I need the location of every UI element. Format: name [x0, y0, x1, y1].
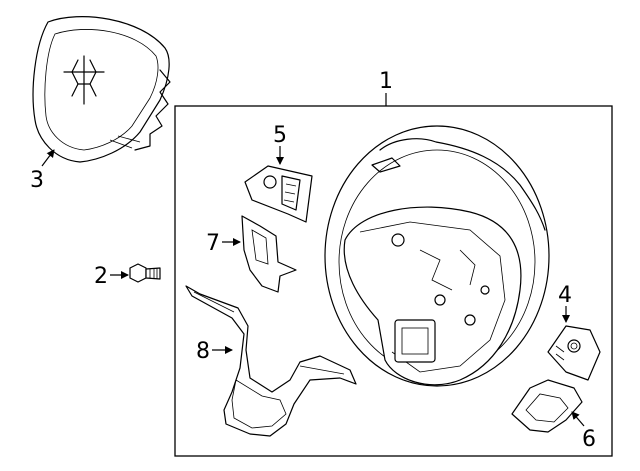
- svg-text:1: 1: [379, 69, 393, 94]
- svg-text:6: 6: [582, 427, 596, 452]
- svg-text:5: 5: [273, 123, 287, 148]
- bolt: [129, 263, 161, 283]
- callout-8: 8: [196, 339, 233, 364]
- svg-text:8: 8: [196, 339, 210, 364]
- right-switch: [547, 325, 601, 381]
- right-switch-housing: [511, 379, 583, 433]
- callout-2: 2: [94, 264, 129, 289]
- left-switch-housing: [241, 215, 297, 293]
- callout-3: 3: [30, 149, 55, 193]
- callout-4: 4: [558, 283, 572, 323]
- steering-wheel: [324, 125, 550, 387]
- callout-7: 7: [206, 231, 241, 256]
- callout-5: 5: [273, 123, 287, 165]
- svg-text:7: 7: [206, 231, 220, 256]
- assembly-frame: [174, 105, 613, 457]
- svg-text:2: 2: [94, 264, 108, 289]
- svg-text:4: 4: [558, 283, 572, 308]
- lower-trim-cover: [185, 285, 357, 437]
- svg-text:3: 3: [30, 168, 44, 193]
- brand-logo: [63, 55, 105, 105]
- callout-1: 1: [379, 69, 393, 106]
- callout-6: 6: [571, 411, 596, 452]
- left-switch: [244, 165, 313, 223]
- airbag-module: [32, 16, 171, 163]
